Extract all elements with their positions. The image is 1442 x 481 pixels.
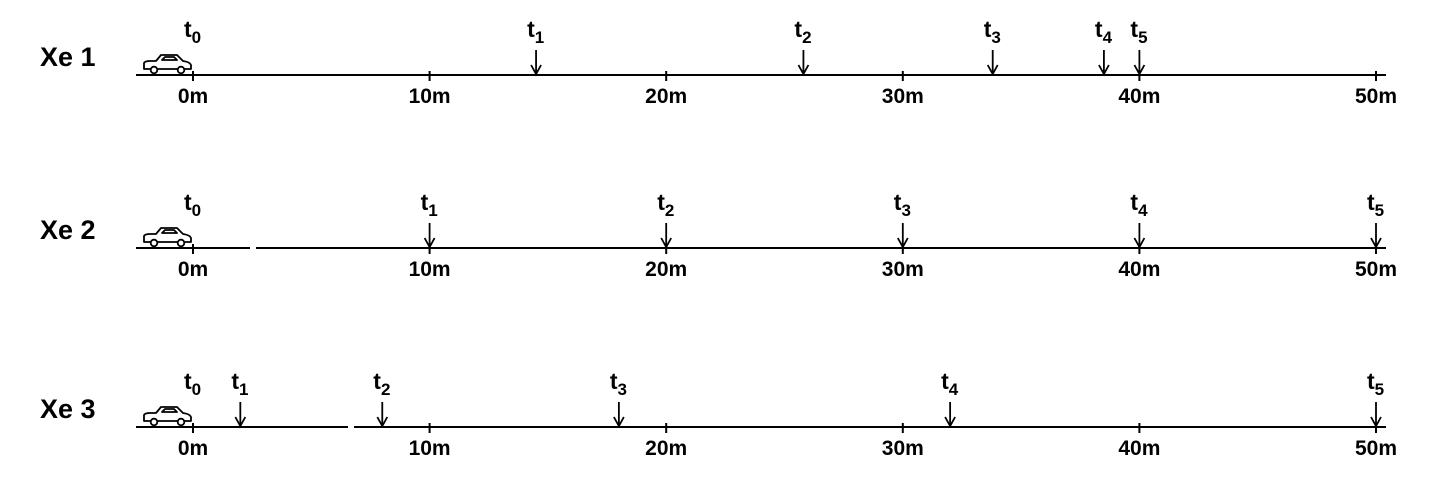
time-label: t5 — [1130, 16, 1147, 47]
tick-label: 40m — [1118, 85, 1160, 108]
time-label: t2 — [373, 368, 390, 399]
car-row-3: Xe 3 0m 10m 20m 30m 40m 50m t0 t1 t2 t3 t4 t5 — [40, 368, 1397, 460]
tick-label: 30m — [882, 85, 924, 108]
time-label: t2 — [657, 189, 674, 220]
position-arrow — [944, 402, 956, 428]
time-label: t5 — [1367, 368, 1384, 399]
position-arrow — [530, 50, 542, 76]
tick-label: 40m — [1118, 258, 1160, 281]
time-label: t1 — [527, 16, 544, 47]
position-arrow — [660, 223, 672, 249]
time-label: t4 — [1130, 189, 1148, 220]
car-row-1: Xe 1 0m 10m 20m 30m 40m 50m t0 t1 t2 t3 t4 t5 — [40, 16, 1397, 108]
tick-label: 0m — [178, 85, 208, 108]
tick-label: 0m — [178, 437, 208, 460]
position-arrow — [1098, 50, 1110, 76]
car-row-2: Xe 2 0m 10m 20m 30m 40m 50m t0 t1 t2 t3 t4 t5 — [40, 189, 1397, 281]
tick-label: 10m — [409, 258, 451, 281]
car-icon — [143, 227, 192, 248]
tick-label: 0m — [178, 258, 208, 281]
time-label: t4 — [1095, 16, 1113, 47]
time-label: t3 — [984, 16, 1001, 47]
tick-label: 20m — [645, 258, 687, 281]
time-label: t0 — [184, 368, 201, 399]
time-label: t4 — [941, 368, 959, 399]
position-arrow — [423, 223, 436, 249]
car-icon — [143, 406, 192, 427]
position-arrow — [986, 50, 999, 76]
position-arrow — [1133, 50, 1146, 76]
tick-label: 40m — [1118, 437, 1160, 460]
position-arrow — [1370, 223, 1382, 249]
tick-label: 50m — [1355, 437, 1397, 460]
time-label: t3 — [894, 189, 911, 220]
tick-label: 30m — [882, 437, 924, 460]
car-label: Xe 1 — [40, 42, 96, 72]
tick-label: 10m — [409, 437, 451, 460]
position-arrow — [376, 402, 389, 428]
tick-label: 10m — [409, 85, 451, 108]
tick-label: 50m — [1355, 85, 1397, 108]
tick-label: 50m — [1355, 258, 1397, 281]
position-arrow — [1133, 223, 1146, 249]
position-arrow — [897, 223, 909, 249]
position-arrow — [613, 402, 625, 428]
time-label: t0 — [184, 16, 201, 47]
tick-label: 20m — [645, 437, 687, 460]
car-label: Xe 2 — [40, 215, 96, 245]
time-label: t2 — [794, 16, 811, 47]
car-icon — [143, 54, 192, 75]
position-arrow — [234, 402, 247, 428]
time-label: t3 — [610, 368, 627, 399]
position-arrow — [797, 50, 810, 76]
tick-label: 30m — [882, 258, 924, 281]
time-label: t5 — [1367, 189, 1384, 220]
tick-label: 20m — [645, 85, 687, 108]
position-arrow — [1370, 402, 1382, 428]
time-label: t1 — [231, 368, 248, 399]
time-label: t0 — [184, 189, 201, 220]
time-label: t1 — [421, 189, 438, 220]
car-label: Xe 3 — [40, 394, 96, 424]
